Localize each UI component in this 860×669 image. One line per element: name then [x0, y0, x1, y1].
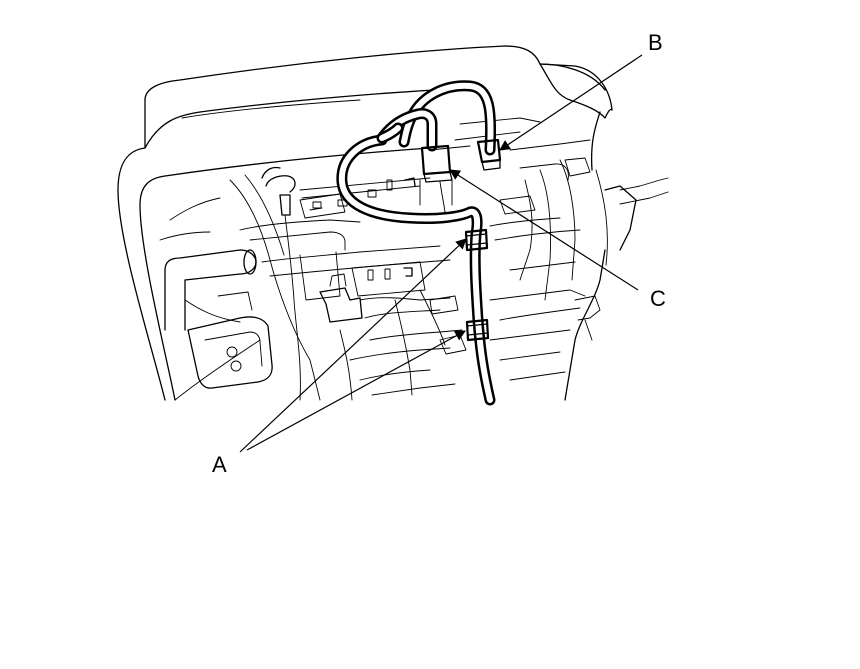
callout-label-b: B [648, 30, 663, 55]
left-bar-bracket [164, 249, 273, 389]
callout-leaders [239, 54, 643, 453]
seat-back-frame [117, 45, 669, 401]
leader-line-a1 [239, 238, 467, 453]
leader-line-a2 [246, 330, 466, 451]
seat-frame-internals [159, 117, 601, 401]
leader-line-b [499, 54, 643, 151]
connector-b [476, 138, 502, 171]
callout-label-c: C [650, 286, 666, 311]
leader-line-c [449, 169, 639, 291]
wire-harness [336, 80, 497, 406]
connector-c [419, 144, 453, 213]
callout-label-a: A [212, 452, 227, 477]
